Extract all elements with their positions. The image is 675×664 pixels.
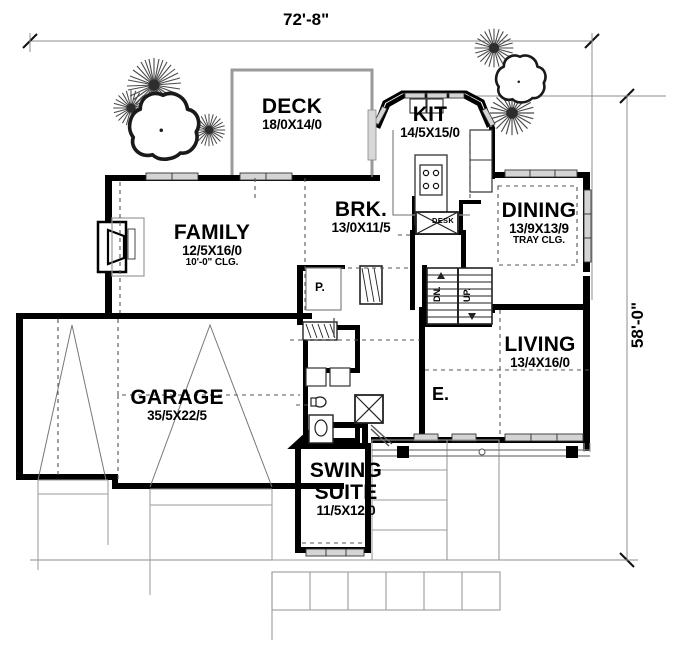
room-label-dining: DINING 13/9X13/9 TRAY CLG. bbox=[482, 199, 596, 247]
label-stairs-up: UP. bbox=[462, 288, 472, 302]
desk-area bbox=[415, 211, 459, 235]
front-walkway bbox=[271, 439, 591, 640]
room-name-swing: SWING bbox=[309, 459, 383, 482]
room-note-dining: TRAY CLG. bbox=[513, 235, 565, 247]
tree-deciduous-right bbox=[494, 54, 547, 104]
room-label-family: FAMILY 12/5X16/0 10'-0" CLG. bbox=[142, 221, 282, 269]
room-label-swing-suite: SWING SUITE 11/5X12/0 bbox=[296, 459, 396, 519]
label-pantry: P. bbox=[315, 280, 325, 294]
room-name-breakfast: BRK. bbox=[334, 198, 388, 221]
driveway bbox=[37, 479, 273, 595]
garage-door-arcs bbox=[37, 323, 273, 488]
overall-depth-dimension: 58'-0" bbox=[628, 301, 648, 349]
room-label-deck: DECK 18/0X14/0 bbox=[232, 95, 352, 133]
tree-conifer-4 bbox=[474, 28, 514, 68]
room-note-family: 10'-0" CLG. bbox=[185, 257, 239, 269]
room-dim-swing-suite: 11/5X12/0 bbox=[316, 503, 376, 519]
room-dim-dining: 13/9X13/9 bbox=[509, 221, 569, 237]
room-dim-garage: 35/5X22/5 bbox=[147, 408, 207, 424]
room-dim-deck: 18/0X14/0 bbox=[262, 117, 322, 133]
closet-hatch bbox=[354, 394, 384, 424]
tree-deciduous-left bbox=[127, 91, 201, 162]
room-name-family: FAMILY bbox=[173, 221, 251, 244]
room-label-living: LIVING 13/4X16/0 bbox=[484, 333, 596, 371]
windows bbox=[127, 169, 592, 557]
room-name-living: LIVING bbox=[504, 333, 576, 356]
overall-width-dimension: 72'-8" bbox=[283, 10, 330, 29]
landscaping-trees bbox=[113, 28, 547, 162]
label-stairs-down: DN. bbox=[432, 286, 442, 303]
room-dim-living: 13/4X16/0 bbox=[510, 355, 570, 371]
fireplace bbox=[96, 217, 145, 277]
room-dim-kitchen: 14/5X15/0 bbox=[400, 125, 460, 141]
room-label-kitchen: KIT 14/5X15/0 bbox=[375, 103, 485, 141]
room-label-garage: GARAGE 35/5X22/5 bbox=[107, 386, 247, 424]
deck-edge bbox=[367, 70, 377, 177]
label-desk: DESK bbox=[432, 216, 455, 225]
room-name-deck: DECK bbox=[261, 95, 323, 118]
room-name-dining: DINING bbox=[501, 199, 577, 222]
dashed-lines bbox=[57, 130, 590, 544]
room-name-kitchen: KIT bbox=[412, 103, 448, 126]
room-name-garage: GARAGE bbox=[130, 386, 224, 409]
room-label-breakfast: BRK. 13/0X11/5 bbox=[311, 198, 411, 236]
pantry-closet bbox=[302, 265, 383, 341]
laundry-fixtures bbox=[305, 367, 351, 387]
bathroom-fixtures bbox=[308, 396, 334, 444]
room-dim-breakfast: 13/0X11/5 bbox=[331, 220, 391, 236]
kitchen-bay-wall bbox=[371, 90, 496, 132]
room-dim-family: 12/5X16/0 bbox=[182, 243, 242, 259]
stairs bbox=[426, 267, 493, 325]
doors bbox=[333, 318, 393, 447]
room-name-suite: SUITE bbox=[314, 481, 378, 505]
label-entry: E. bbox=[432, 384, 450, 404]
